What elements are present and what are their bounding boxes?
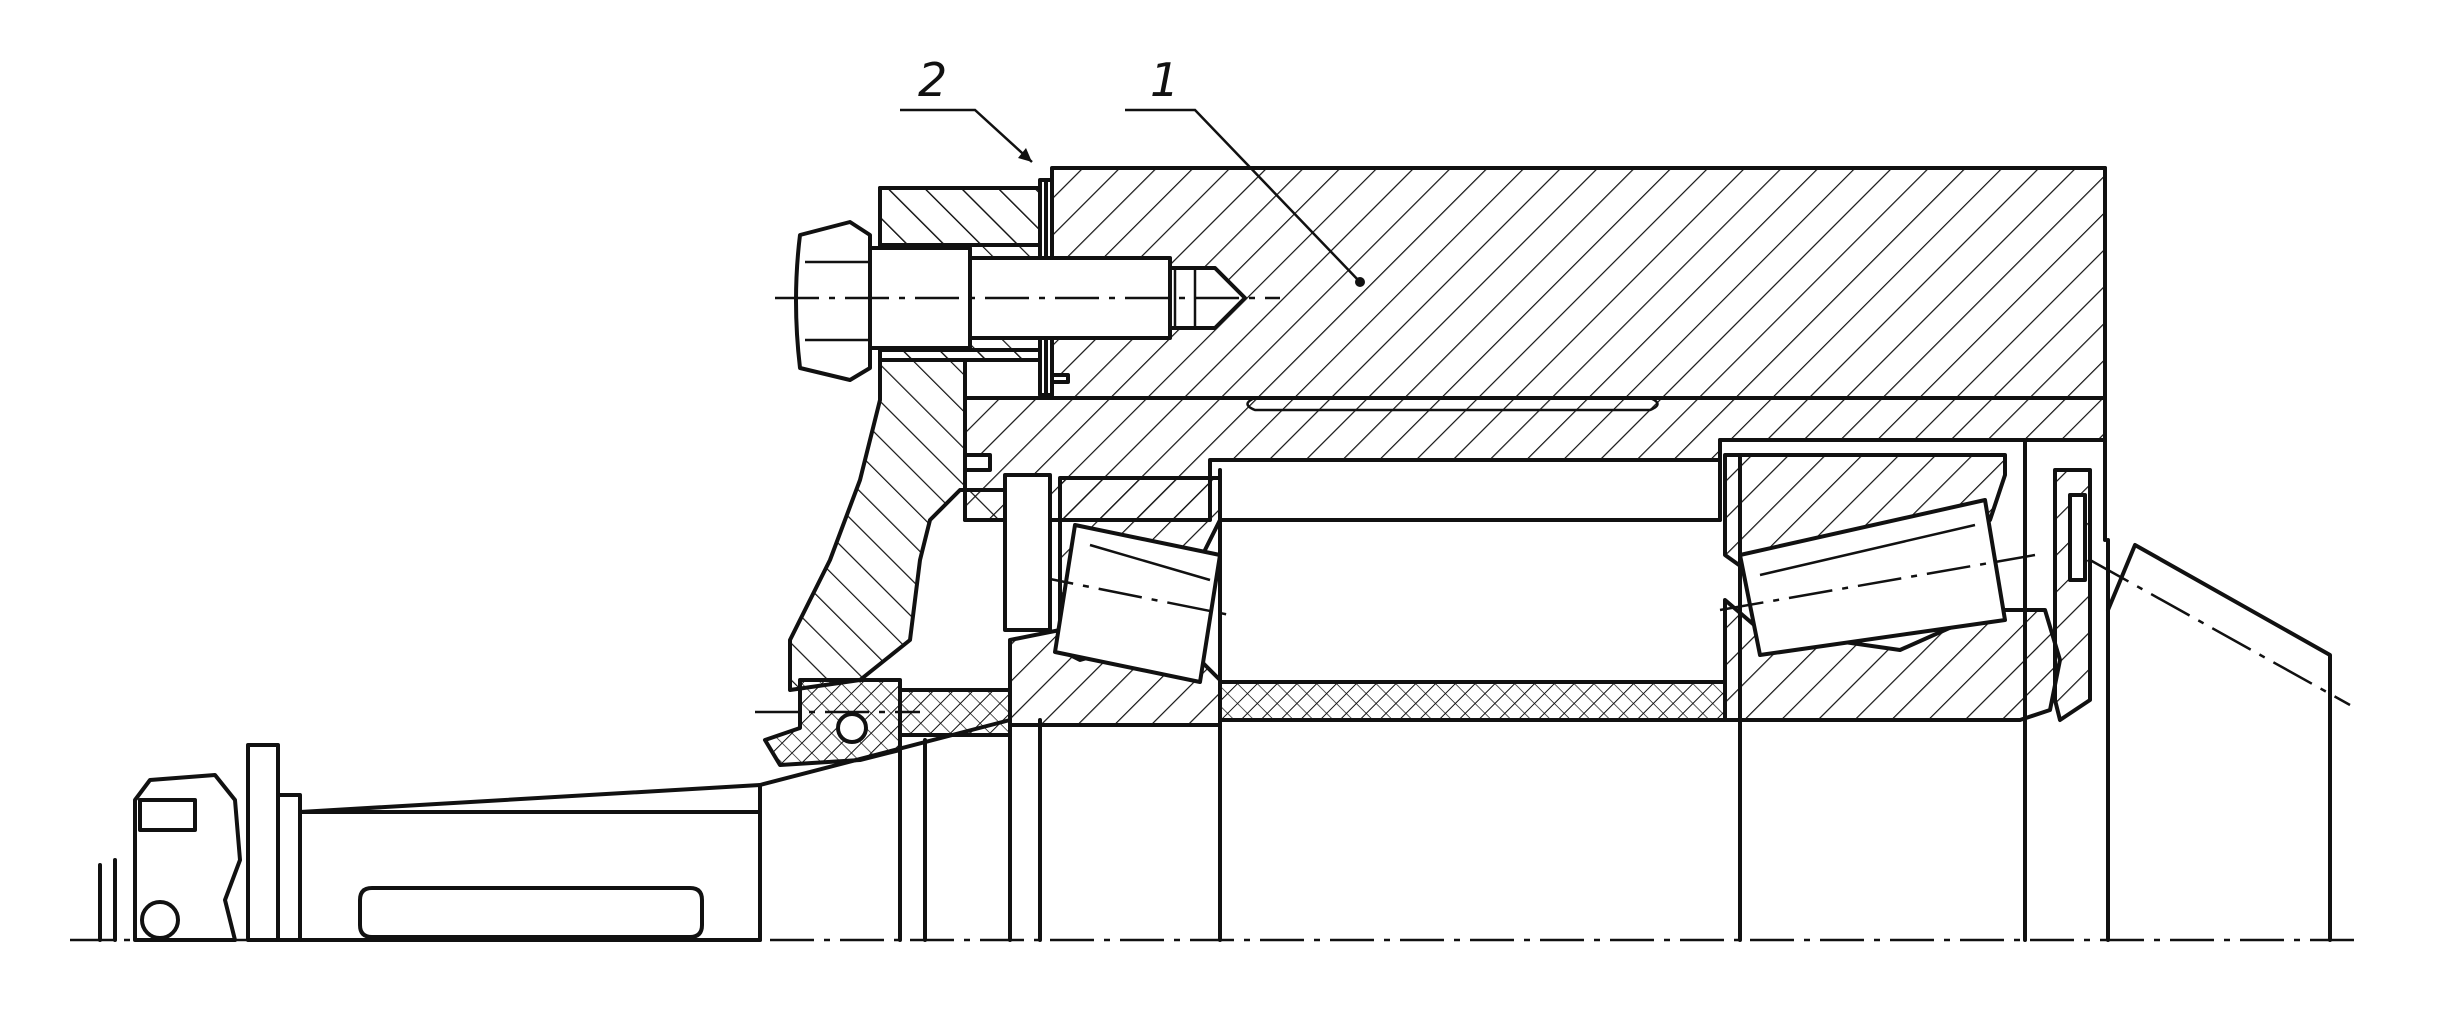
left-tapered-roller-bearing: [1003, 468, 1231, 942]
callout-label-2: 2: [918, 53, 947, 107]
callout-label-1: 1: [1150, 53, 1179, 107]
shaft-outline: [298, 543, 2351, 942]
callout-leaders: [900, 108, 1365, 287]
shaft-keyway: [298, 810, 762, 942]
hex-bolt: [775, 220, 1280, 382]
lip-seal: [755, 678, 1012, 767]
inner-spacer-ring: [1218, 680, 1727, 722]
right-tapered-roller-bearing: [1719, 438, 2062, 942]
right-end-retainer: [2053, 468, 2092, 722]
coupling-end: [98, 743, 302, 942]
